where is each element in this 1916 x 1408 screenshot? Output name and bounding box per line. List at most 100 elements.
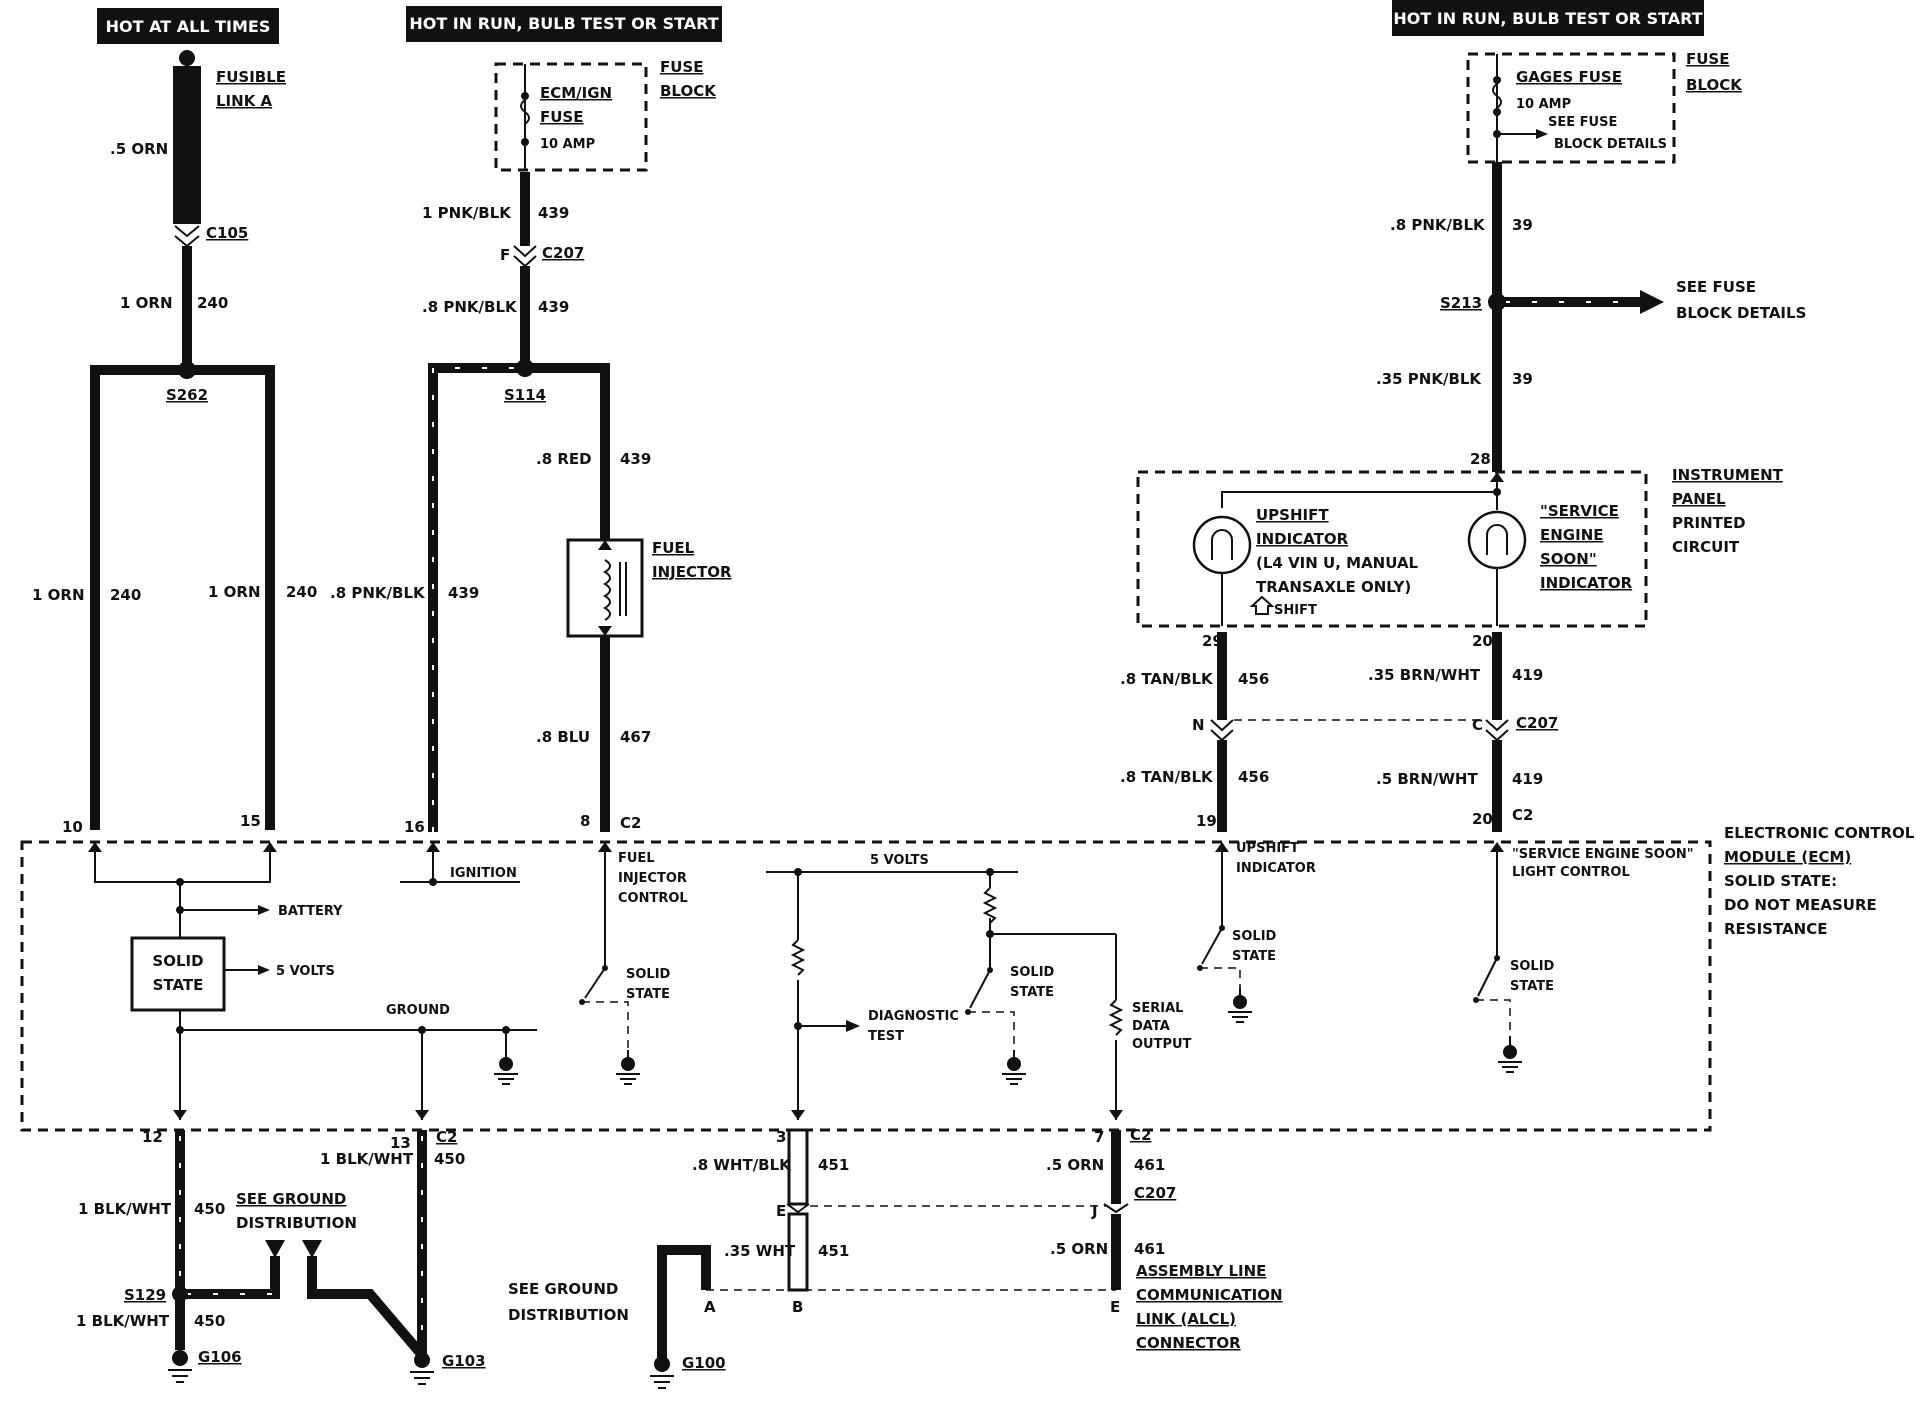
fuse-label: FUSE (540, 108, 583, 126)
wire-label: 1 ORN (120, 294, 173, 312)
circuit-number: 451 (818, 1242, 849, 1260)
pin-number: 19 (1196, 812, 1217, 830)
pin-letter: C (1472, 716, 1483, 734)
circuit-number: 419 (1512, 770, 1543, 788)
connector-label: C105 (206, 224, 248, 242)
wire-label: 1 ORN (32, 586, 85, 604)
circuit-number: 439 (538, 204, 569, 222)
circuit-number: 240 (110, 586, 141, 604)
ecm-label: STATE (153, 976, 204, 994)
fuse-amp: 10 AMP (540, 137, 595, 152)
component-label: CIRCUIT (1672, 538, 1740, 556)
ecm-label: 5 VOLTS (276, 964, 335, 979)
switch-icon (1197, 925, 1252, 1023)
fuse-label: GAGES FUSE (1516, 68, 1622, 86)
circuit-number: 439 (448, 584, 479, 602)
indicator-label: INDICATOR (1540, 574, 1633, 592)
upshift-bulb-icon (1192, 515, 1252, 575)
ecm-label: INJECTOR (618, 871, 687, 886)
ecm-title: DO NOT MEASURE (1724, 896, 1877, 914)
ecm-title: RESISTANCE (1724, 920, 1827, 938)
connector-label: C207 (542, 244, 584, 262)
ecm-module: BATTERY SOLID STATE 5 VOLTS GROUND IGNIT… (20, 840, 1712, 1132)
fuse-note: SEE FUSE (1548, 115, 1617, 130)
ecm-label: SOLID (1510, 959, 1555, 974)
pin-number: 8 (580, 812, 590, 830)
ecm-label: IGNITION (450, 866, 517, 881)
indicator-label: ENGINE (1540, 526, 1604, 544)
ground-g103: G103 (410, 1352, 486, 1385)
wire-label: .5 ORN (110, 140, 168, 158)
wire-label: .5 ORN (1050, 1240, 1108, 1258)
connector-c207-nc: N C C207 (1192, 714, 1558, 742)
circuit-number: 450 (434, 1150, 465, 1168)
circuit-number: 39 (1512, 370, 1533, 388)
wire-label: 1 PNK/BLK (422, 204, 512, 222)
fusible-link-label: LINK A (216, 92, 273, 110)
connector-label: C2 (1512, 806, 1533, 824)
wire-label: 1 BLK/WHT (78, 1200, 172, 1218)
wire-label: .8 RED (536, 450, 592, 468)
component-label: INJECTOR (652, 563, 732, 581)
fuse-block-label: BLOCK (660, 82, 717, 100)
indicator-label: "SERVICE (1540, 502, 1619, 520)
pin-letter: F (500, 246, 510, 264)
circuit-number: 419 (1512, 666, 1543, 684)
ecm-label: FUEL (618, 851, 655, 866)
component-label: PANEL (1672, 490, 1726, 508)
ecm-label: DATA (1132, 1019, 1170, 1034)
connector-label: C207 (1516, 714, 1558, 732)
circuit-number: 240 (286, 583, 317, 601)
shift-arrow-icon (1249, 595, 1275, 615)
ecm-label: DIAGNOSTIC (868, 1009, 959, 1024)
ecm-label: INDICATOR (1236, 861, 1316, 876)
pin-letter: A (704, 1298, 716, 1316)
pin-number: 10 (62, 818, 83, 836)
note-label: SEE GROUND (236, 1190, 346, 1208)
wire-label: .8 PNK/BLK (1390, 216, 1486, 234)
pin-number: 13 (390, 1134, 411, 1152)
fuel-injector: FUEL INJECTOR (566, 538, 732, 638)
ground-g100: G100 (650, 1354, 726, 1389)
wire-label: .8 PNK/BLK (330, 584, 426, 602)
wire-label: 1 BLK/WHT (76, 1312, 170, 1330)
ecm-label: 5 VOLTS (870, 853, 929, 868)
ecm-label: BATTERY (278, 904, 343, 919)
fuse-block-2: GAGES FUSE 10 AMP SEE FUSE BLOCK DETAILS… (1466, 50, 1743, 164)
wire-label: .35 WHT (724, 1242, 796, 1260)
ground-label: G103 (442, 1352, 486, 1370)
fuse-label: ECM/IGN (540, 84, 612, 102)
ground-label: G100 (682, 1354, 726, 1372)
fuse-block-1: ECM/IGN FUSE 10 AMP FUSE BLOCK (494, 58, 717, 172)
circuit-number: 467 (620, 728, 651, 746)
fusible-link-label: FUSIBLE (216, 68, 286, 86)
circuit-number: 451 (818, 1156, 849, 1174)
component-label: COMMUNICATION (1136, 1286, 1283, 1304)
wire-label: 1 ORN (208, 583, 261, 601)
pin-letter: N (1192, 716, 1205, 734)
indicator-label: SOON" (1540, 550, 1597, 568)
header-hot-in-run-2: HOT IN RUN, BULB TEST OR START (1392, 0, 1704, 36)
header-hot-in-run-1: HOT IN RUN, BULB TEST OR START (406, 6, 722, 42)
splice-label: S213 (1440, 294, 1482, 312)
wire-label: .8 TAN/BLK (1120, 768, 1214, 786)
pin-number: 15 (240, 812, 261, 830)
fuse-amp: 10 AMP (1516, 97, 1571, 112)
note-label: DISTRIBUTION (508, 1306, 629, 1324)
ecm-label: "SERVICE ENGINE SOON" (1512, 847, 1694, 862)
connector-c105: C105 (174, 224, 248, 248)
ground-g106: G106 (168, 1348, 242, 1383)
note-label: DISTRIBUTION (236, 1214, 357, 1232)
switch-icon (1473, 955, 1522, 1073)
wire-label: .5 ORN (1046, 1156, 1104, 1174)
indicator-label: INDICATOR (1256, 530, 1349, 548)
pin-letter: B (792, 1298, 803, 1316)
ecm-label: UPSHIFT (1236, 841, 1299, 856)
ecm-label: CONTROL (618, 891, 688, 906)
wire-label: .8 TAN/BLK (1120, 670, 1214, 688)
connector-label: C2 (620, 814, 641, 832)
wire-label: .5 BRN/WHT (1376, 770, 1478, 788)
indicator-label: TRANSAXLE ONLY) (1256, 578, 1411, 596)
connector-c207-f: F C207 (500, 244, 584, 268)
component-label: CONNECTOR (1136, 1334, 1241, 1352)
